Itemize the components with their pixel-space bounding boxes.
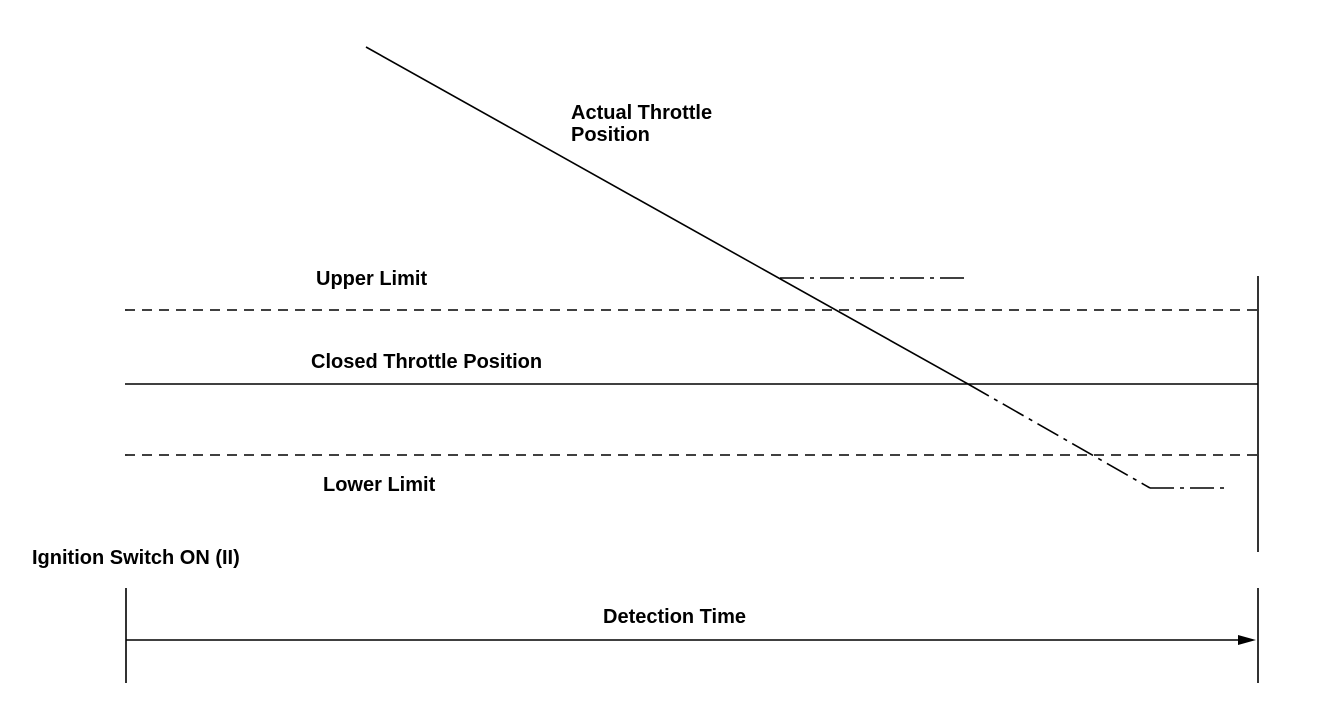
lower-limit-label: Lower Limit bbox=[323, 474, 436, 496]
closed-throttle-position-label: Closed Throttle Position bbox=[311, 351, 543, 373]
ignition-switch-label: Ignition Switch ON (II) bbox=[32, 547, 240, 569]
detection-time-arrowhead bbox=[1238, 635, 1256, 645]
upper-limit-label: Upper Limit bbox=[316, 268, 428, 290]
actual-throttle-trace-dashdot bbox=[967, 383, 1151, 489]
actual-throttle-trace-solid bbox=[365, 46, 969, 385]
detection-time-label: Detection Time bbox=[603, 606, 746, 628]
actual-throttle-label-line1: Actual Throttle bbox=[571, 102, 713, 124]
actual-throttle-label-line2: Position bbox=[571, 124, 650, 146]
